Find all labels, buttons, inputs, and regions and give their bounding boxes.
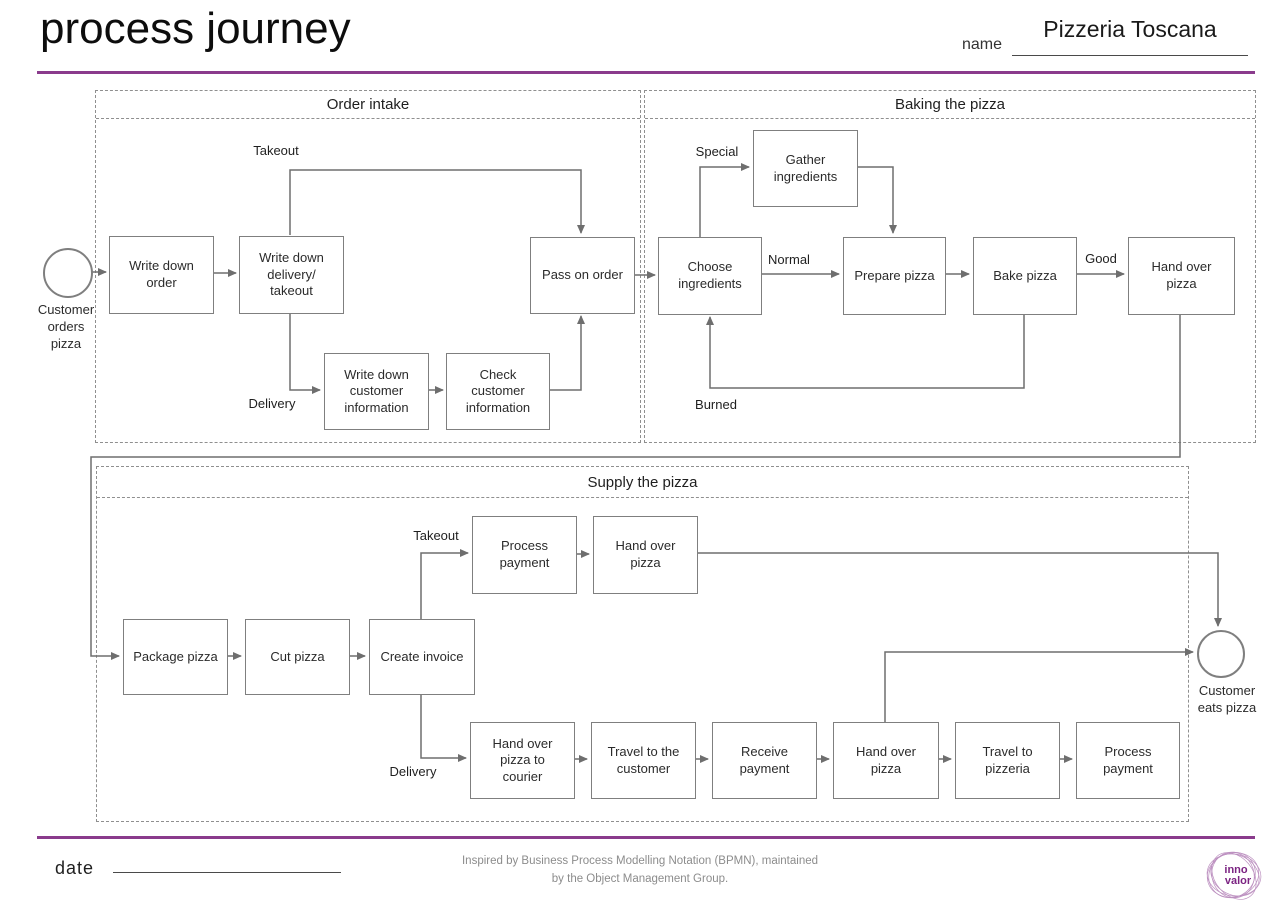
task-travel-to-the-customer: Travel to the customer <box>591 722 696 799</box>
group-order-intake-title: Order intake <box>326 96 410 113</box>
task-travel-to-pizzeria: Travel to pizzeria <box>955 722 1060 799</box>
task-package-pizza: Package pizza <box>123 619 228 695</box>
credit-text: Inspired by Business Process Modelling N… <box>461 855 819 885</box>
innovalor-logo: inno valor <box>1206 851 1262 900</box>
edge-label-normal: Normal <box>768 252 810 267</box>
edge-label-burned: Burned <box>695 397 737 412</box>
task-cut-pizza: Cut pizza <box>245 619 350 695</box>
start-event-customer-orders-pizza <box>43 248 93 298</box>
page-title: process journey <box>40 4 351 53</box>
logo-text-line2: valor <box>1225 875 1252 887</box>
task-gather-ingredients: Gather ingredients <box>753 130 858 207</box>
task-write-down-customer-information: Write down customer information <box>324 353 429 430</box>
edge-label-good: Good <box>1085 251 1117 266</box>
group-supply-header: Supply the pizza <box>97 467 1188 498</box>
task-check-customer-information: Check customer information <box>446 353 550 430</box>
task-hand-over-pizza-baking: Hand over pizza <box>1128 237 1235 315</box>
edge-label-delivery-intake: Delivery <box>248 396 296 411</box>
group-supply-title: Supply the pizza <box>587 473 698 491</box>
name-underline <box>1012 55 1248 56</box>
edge-label-special: Special <box>695 144 739 159</box>
date-label: date <box>55 858 95 878</box>
footer-accent-line <box>37 836 1255 839</box>
edge-label-takeout-intake: Takeout <box>253 143 299 158</box>
group-order-intake-header: Order intake <box>96 91 640 119</box>
task-choose-ingredients: Choose ingredients <box>658 237 762 315</box>
start-event-label: Customer orders pizza <box>37 302 95 351</box>
task-hand-over-pizza-takeout: Hand over pizza <box>593 516 698 594</box>
task-hand-over-pizza-to-courier: Hand over pizza to courier <box>470 722 575 799</box>
group-baking-title: Baking the pizza <box>894 96 1006 113</box>
task-process-payment-delivery: Process payment <box>1076 722 1180 799</box>
task-write-down-delivery-takeout: Write down delivery/ takeout <box>239 236 344 314</box>
task-bake-pizza: Bake pizza <box>973 237 1077 315</box>
edge-label-delivery-supply: Delivery <box>389 764 437 779</box>
task-create-invoice: Create invoice <box>369 619 475 695</box>
task-pass-on-order: Pass on order <box>530 237 635 314</box>
task-process-payment-takeout: Process payment <box>472 516 577 594</box>
group-baking-header: Baking the pizza <box>645 91 1255 119</box>
header-accent-line <box>37 71 1255 74</box>
end-event-label: Customer eats pizza <box>1197 683 1257 715</box>
logo-text-line1: inno <box>1224 864 1247 876</box>
end-event-customer-eats-pizza <box>1197 630 1245 678</box>
name-label: name <box>962 36 1003 53</box>
task-write-down-order: Write down order <box>109 236 214 314</box>
task-prepare-pizza: Prepare pizza <box>843 237 946 315</box>
date-underline <box>113 872 341 873</box>
edge-label-takeout-supply: Takeout <box>413 528 459 543</box>
task-hand-over-pizza-delivery: Hand over pizza <box>833 722 939 799</box>
task-receive-payment: Receive payment <box>712 722 817 799</box>
name-value: Pizzeria Toscana <box>1043 16 1217 42</box>
